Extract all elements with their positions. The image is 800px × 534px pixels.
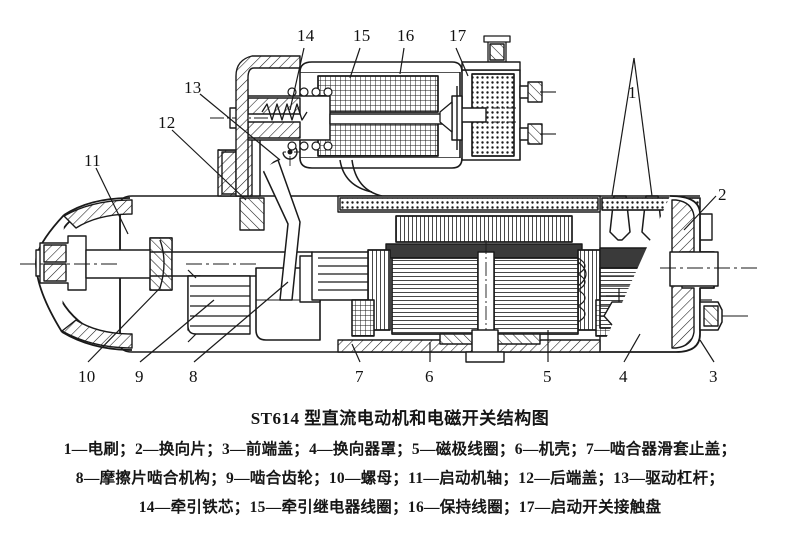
callout-3: 3 bbox=[709, 367, 718, 386]
callout-12: 12 bbox=[158, 113, 176, 132]
callout-13: 13 bbox=[184, 78, 202, 97]
callout-9: 9 bbox=[135, 367, 144, 386]
callout-15: 15 bbox=[353, 26, 371, 45]
callout-17: 17 bbox=[449, 26, 467, 45]
callout-1: 1 bbox=[628, 83, 637, 102]
callout-4: 4 bbox=[619, 367, 628, 386]
callout-2: 2 bbox=[718, 185, 727, 204]
callout-11: 11 bbox=[84, 151, 101, 170]
figure-title: ST614 型直流电动机和电磁开关结构图 bbox=[250, 409, 550, 428]
starter-motor-cross-section-drawing bbox=[20, 35, 760, 363]
callout-14: 14 bbox=[297, 26, 315, 45]
figure-caption: ST614 型直流电动机和电磁开关结构图 1—电刷；2—换向片；3—前端盖；4—… bbox=[0, 404, 800, 524]
callout-16: 16 bbox=[397, 26, 415, 45]
legend-line-3: 14—牵引铁芯；15—牵引继电器线圈；16—保持线圈；17—启动开关接触盘 bbox=[138, 499, 662, 516]
legend-line-1: 1—电刷；2—换向片；3—前端盖；4—换向器罩；5—磁极线圈；6—机壳；7—啮合… bbox=[63, 441, 737, 458]
callout-5: 5 bbox=[543, 367, 552, 386]
callout-10: 10 bbox=[78, 367, 96, 386]
callout-6: 6 bbox=[425, 367, 434, 386]
callout-8: 8 bbox=[189, 367, 198, 386]
legend-line-2: 8—摩擦片啮合机构；9—啮合齿轮；10—螺母；11—启动机轴；12—后端盖；13… bbox=[75, 470, 725, 487]
callout-7: 7 bbox=[355, 367, 364, 386]
